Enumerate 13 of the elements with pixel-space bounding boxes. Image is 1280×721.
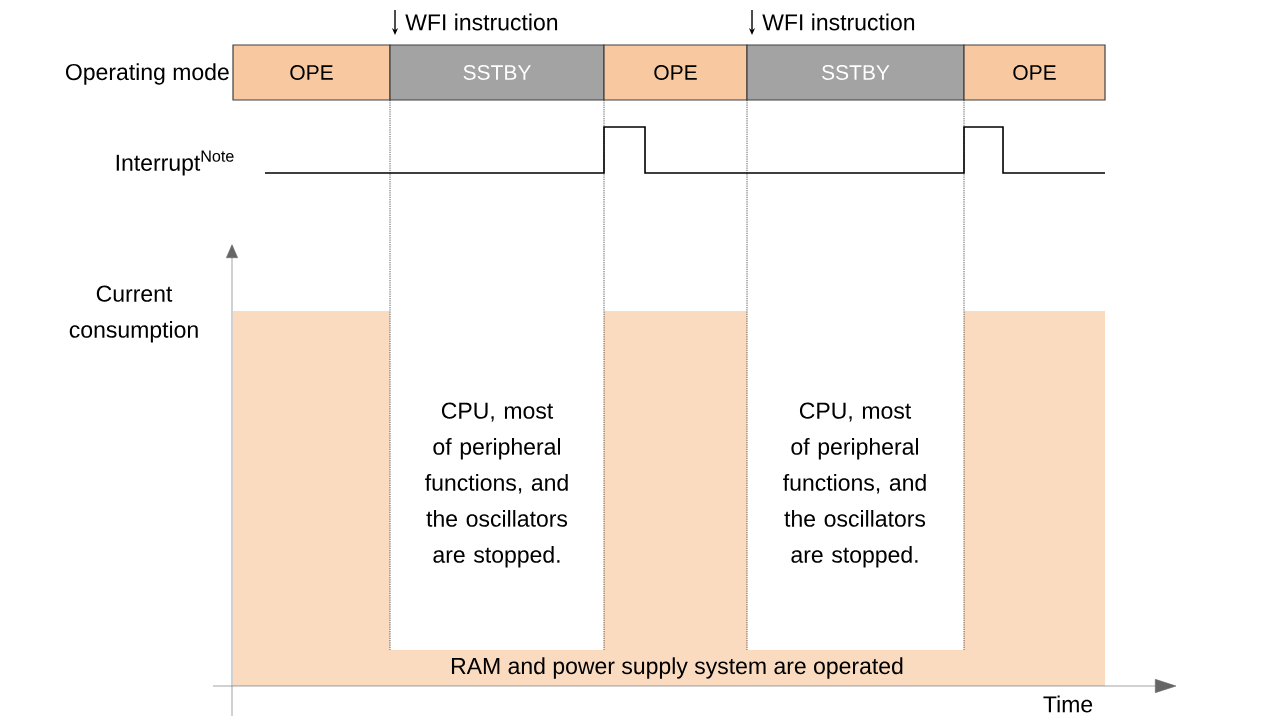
state-note: CPU, most of peripheral functions, and the oscillators are stopped. [783,402,926,568]
instruction-label: WFI instruction [405,13,558,31]
instruction-label: WFI instruction [762,13,915,31]
axis-label: Time [1043,695,1093,713]
note-label: RAM and power supply system are operated [451,657,903,679]
axis-label: Current consumption [69,285,198,343]
mode-box: OPE [603,44,748,101]
mode-box: OPE [232,44,391,101]
mode-box: SSTBY [389,44,605,101]
signal-label: Interrupt$^{Note}$ [116,150,234,176]
mode-box: OPE [963,44,1106,101]
state-note: CPU, most of peripheral functions, and the oscillators are stopped. [425,402,568,568]
mode-box: SSTBY [746,44,965,101]
